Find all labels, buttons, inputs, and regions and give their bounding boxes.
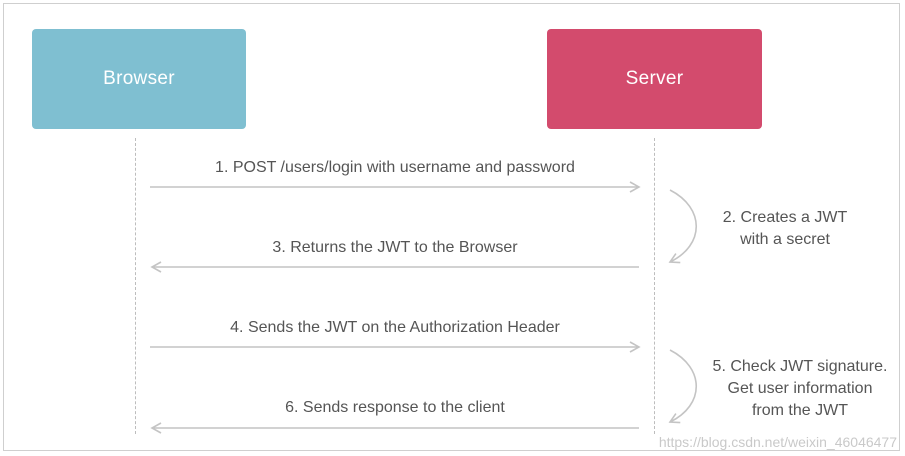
step-2-line-1: 2. Creates a JWT [722, 209, 848, 226]
message-1-label: 1. POST /users/login with username and p… [215, 159, 575, 176]
message-4-label: 4. Sends the JWT on the Authorization He… [230, 319, 560, 336]
message-6-label: 6. Sends response to the client [285, 399, 505, 416]
server-lifeline [654, 138, 655, 434]
step-5-line-3: from the JWT [751, 402, 848, 419]
browser-lifeline [135, 138, 136, 434]
step-5-line-1: 5. Check JWT signature. [712, 358, 888, 375]
step-5-curved-arrow [668, 349, 697, 424]
step-5-line-2: Get user information [727, 380, 873, 397]
server-actor-box: Server [547, 29, 762, 129]
server-actor-label: Server [625, 68, 684, 89]
step-5-note: 5. Check JWT signature. Get user informa… [700, 356, 900, 422]
watermark-text: https://blog.csdn.net/weixin_46046477 [658, 434, 897, 450]
step-2-note: 2. Creates a JWT with a secret [700, 207, 870, 251]
browser-actor-box: Browser [32, 29, 246, 129]
message-3-label: 3. Returns the JWT to the Browser [272, 239, 518, 256]
step-2-curved-arrow [668, 189, 697, 264]
step-2-line-2: with a secret [740, 231, 830, 248]
browser-actor-label: Browser [103, 68, 175, 89]
